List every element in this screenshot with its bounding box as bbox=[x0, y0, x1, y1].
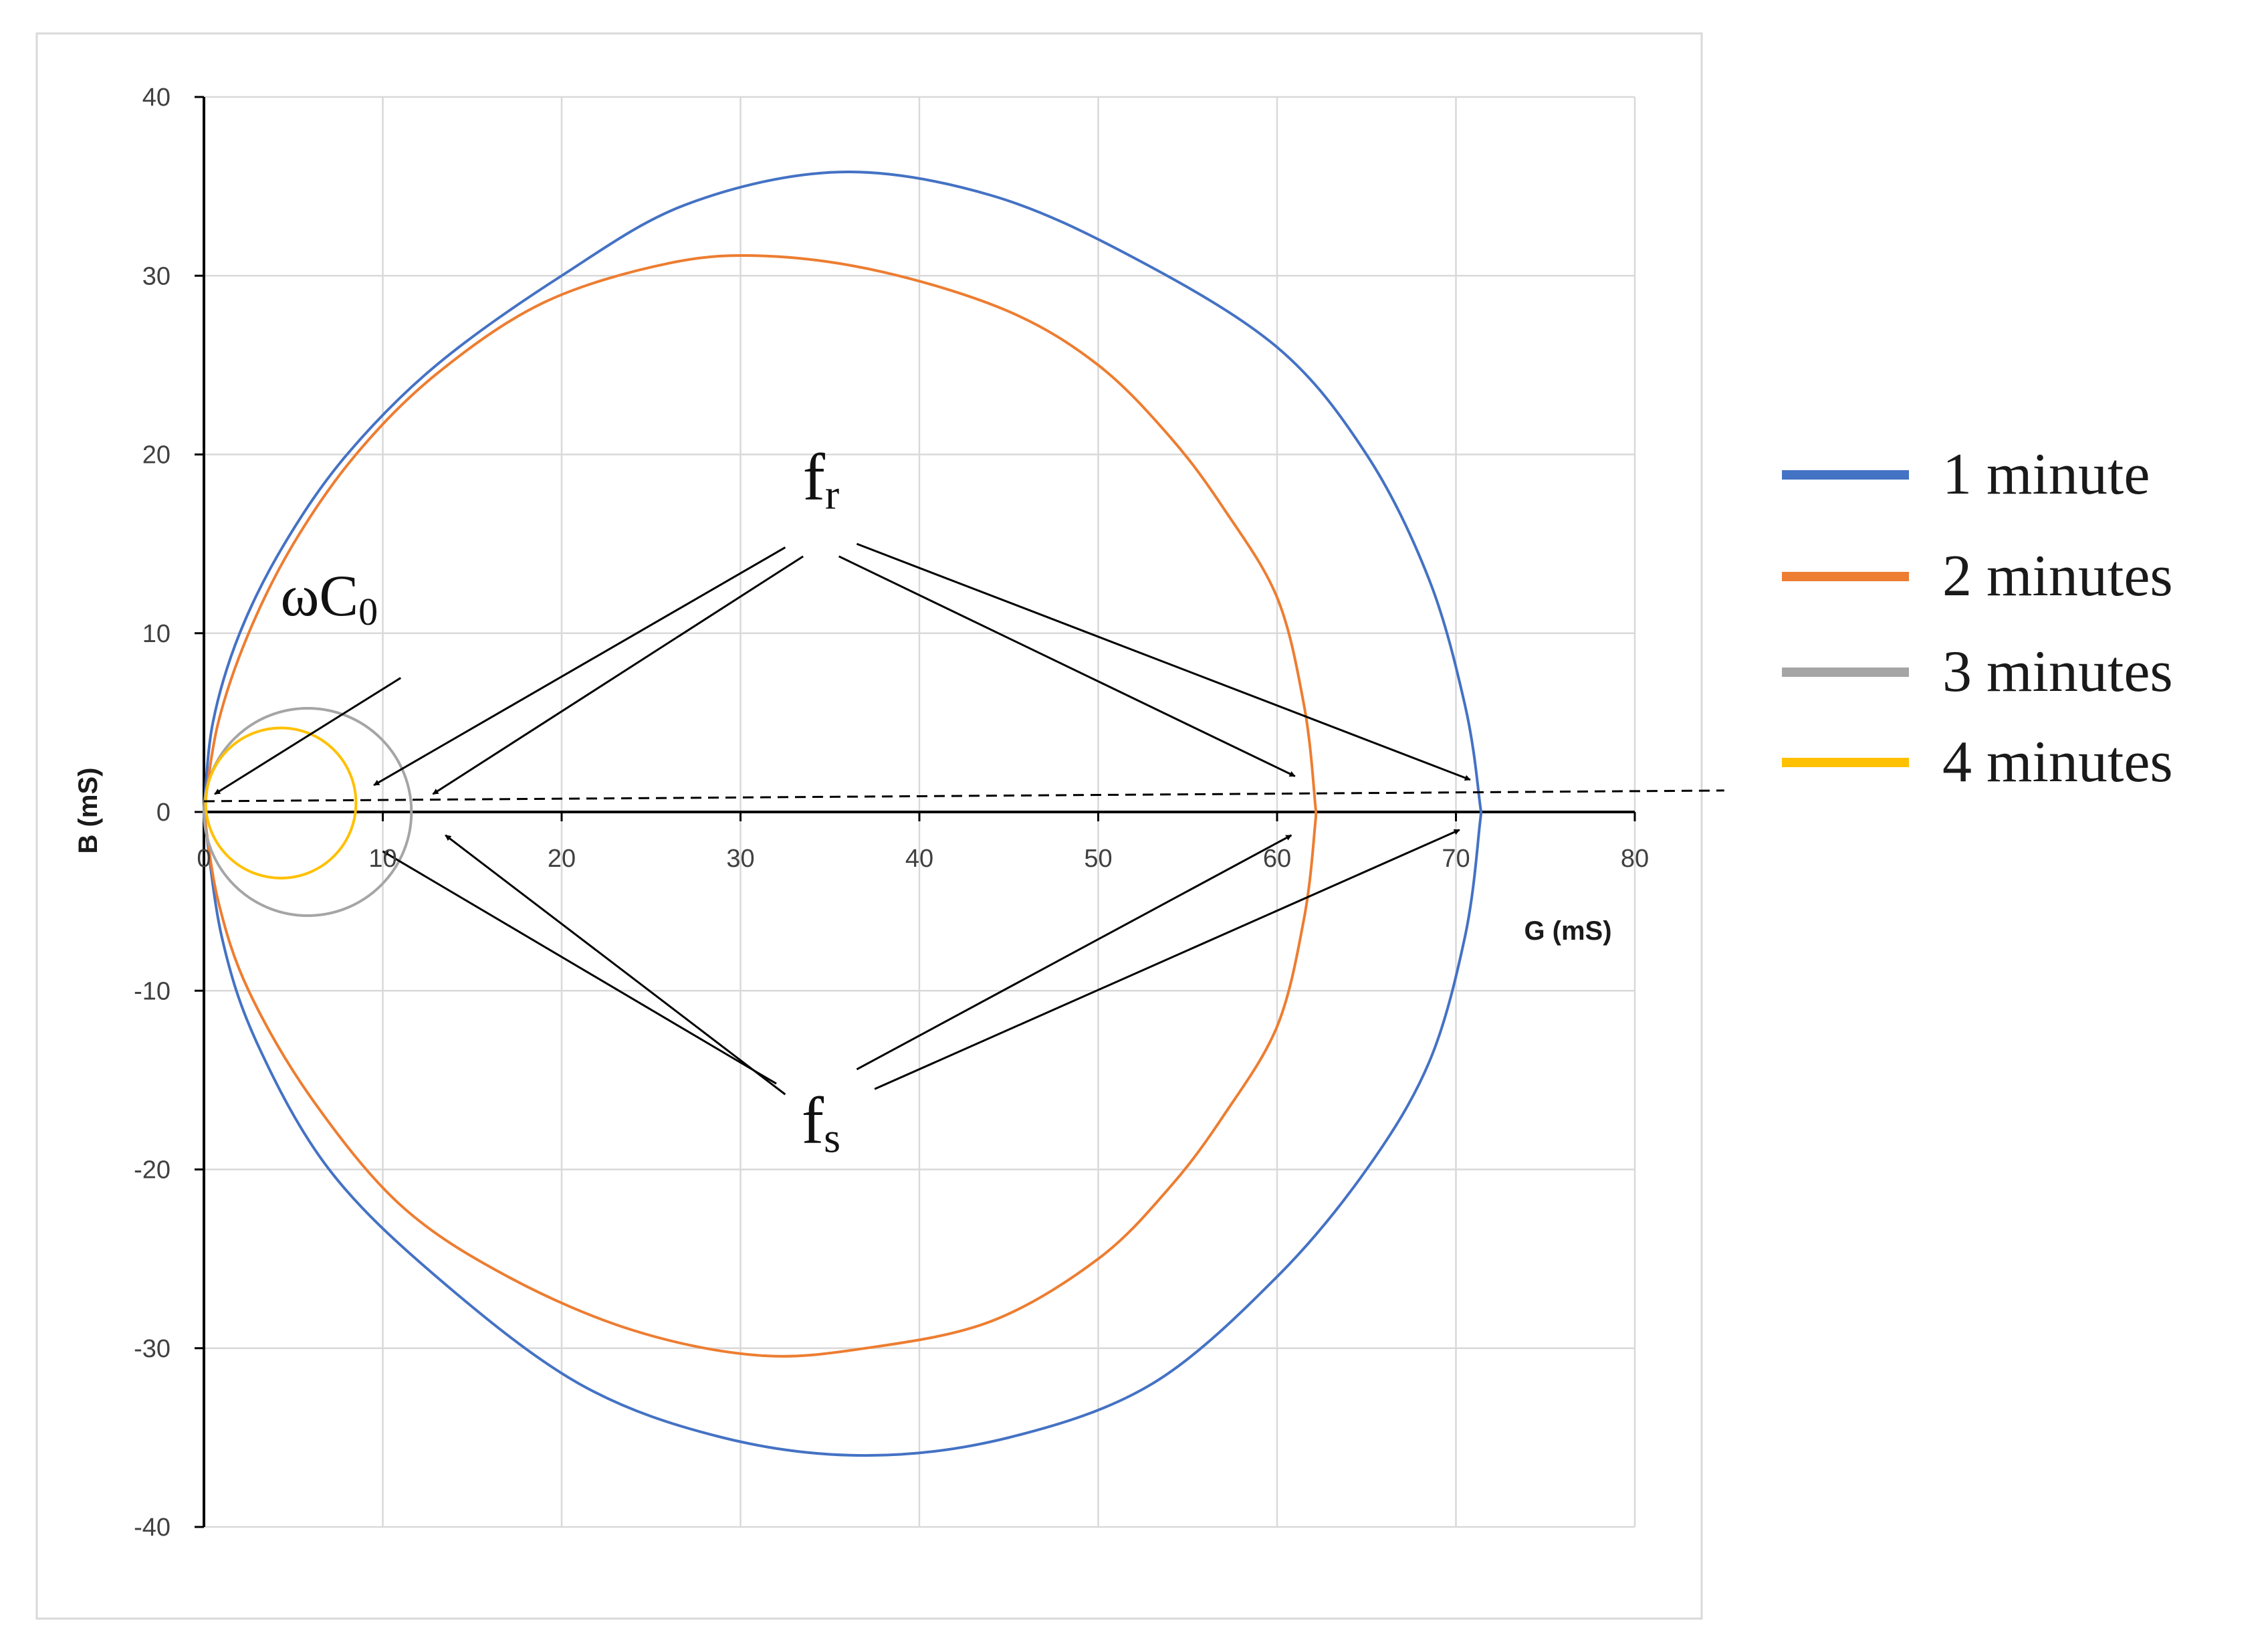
annotation-arrow-wc0 bbox=[214, 677, 402, 795]
x-tick-label: 10 bbox=[368, 845, 396, 873]
y-tick-label: -40 bbox=[134, 1514, 171, 1542]
tick-labels: 0 10 20 30 40 50 60 70 80 -40 -30 -20 -10 0 10 20 30 40 bbox=[134, 84, 1649, 1542]
annotation-main: ωC bbox=[280, 564, 358, 629]
annotation-arrow-fr bbox=[838, 555, 1296, 777]
y-tick-label: 0 bbox=[156, 799, 171, 827]
series-4-line bbox=[204, 726, 358, 880]
y-tick-label: 40 bbox=[142, 84, 171, 112]
series-2-line bbox=[203, 253, 1318, 1358]
annotation-arrow-fs bbox=[874, 829, 1460, 1090]
y-tick-label: -10 bbox=[134, 977, 171, 1005]
y-tick-label: 10 bbox=[142, 620, 171, 648]
legend-label-3: 3 minutes bbox=[1942, 639, 2173, 704]
annotation-arrow-fs bbox=[382, 850, 777, 1085]
x-tick-label: 30 bbox=[726, 845, 754, 873]
annotation-label-fs: fs bbox=[802, 1083, 840, 1161]
annotation-sub: s bbox=[824, 1114, 840, 1161]
x-tick-label: 60 bbox=[1263, 845, 1291, 873]
y-tick-label: 30 bbox=[142, 262, 171, 290]
x-tick-label: 50 bbox=[1084, 845, 1112, 873]
annotation-sub: 0 bbox=[358, 590, 378, 633]
series-3-line bbox=[203, 706, 413, 918]
annotation-sub: r bbox=[825, 470, 839, 518]
x-tick-label: 20 bbox=[548, 845, 576, 873]
annotation-main: f bbox=[802, 1083, 824, 1157]
annotation-arrow-fr bbox=[432, 555, 804, 795]
legend-label-4: 4 minutes bbox=[1942, 730, 2173, 795]
y-tick-label: 20 bbox=[142, 441, 171, 470]
series-1-line bbox=[203, 171, 1482, 1457]
annotation-arrow-fs bbox=[856, 834, 1292, 1071]
annotation-label-wc0: ωC0 bbox=[280, 564, 378, 633]
y-axis-label: B (mS) bbox=[74, 768, 103, 854]
series-group bbox=[203, 171, 1482, 1457]
legend-label-2: 2 minutes bbox=[1942, 544, 2173, 609]
x-tick-label: 0 bbox=[197, 845, 211, 873]
x-tick-label: 80 bbox=[1621, 845, 1649, 873]
annotation-arrow-fr bbox=[856, 542, 1471, 781]
legend: 1 minute 2 minutes 3 minutes 4 minutes bbox=[1782, 442, 2173, 795]
chart-frame bbox=[35, 32, 1703, 1620]
x-axis-label: G (mS) bbox=[1524, 916, 1611, 946]
y-tick-label: -20 bbox=[134, 1156, 171, 1185]
annotation-main: f bbox=[803, 439, 826, 514]
y-tick-label: -30 bbox=[134, 1335, 171, 1363]
legend-label-1: 1 minute bbox=[1942, 442, 2150, 507]
x-tick-label: 70 bbox=[1442, 845, 1470, 873]
x-tick-label: 40 bbox=[905, 845, 933, 873]
annotation-label-fr: fr bbox=[803, 439, 840, 518]
reference-lines bbox=[203, 789, 1724, 803]
annotation-arrow-fr bbox=[373, 546, 786, 787]
reference-line-dashed bbox=[203, 789, 1724, 803]
annotation-arrow-fs bbox=[445, 834, 786, 1096]
